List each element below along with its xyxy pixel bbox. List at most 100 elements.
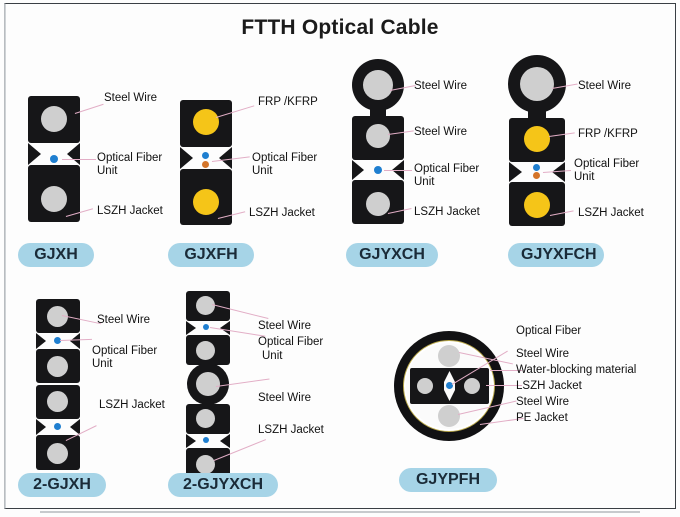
2gjxh-c1-fiber-dot bbox=[54, 337, 61, 344]
2gjyxch-c2-steel-top bbox=[196, 409, 215, 428]
gjyxch-annotation-steel-wire-top: Steel Wire bbox=[414, 80, 468, 92]
gjyxfch-messenger-steel-wire bbox=[520, 67, 554, 101]
2gjxh-c2-steel-bottom bbox=[47, 443, 68, 464]
2gjxh-annotation-lszh: LSZH Jacket bbox=[99, 399, 165, 411]
gjyxch-steel-wire-mid bbox=[366, 124, 390, 148]
cable-name-pill-gjxfh: GJXFH bbox=[168, 243, 254, 267]
2gjyxch-c1-waist-left bbox=[186, 321, 196, 335]
gjyxfch-annotation-fiber-unit-line1: Optical Fiber bbox=[574, 158, 640, 170]
gjypfh-annotation-steel-wire-top: Steel Wire bbox=[516, 348, 570, 360]
gjyxfch-frp-bottom bbox=[524, 192, 550, 218]
2gjyxch-c2-waist-left bbox=[186, 434, 196, 448]
gjyxfch-annotation-fiber-unit-line2: Unit bbox=[574, 171, 595, 183]
cable-name-pill-gjxh: GJXH bbox=[18, 243, 94, 267]
gjxfh-waist-right bbox=[219, 147, 232, 169]
gjypfh-bowtie-notch-tl bbox=[442, 368, 451, 386]
gjyxch-neck bbox=[370, 103, 386, 119]
gjyxfch-optical-fiber-dot bbox=[533, 164, 540, 171]
2gjyxch-messenger-steel-wire bbox=[196, 372, 220, 396]
2gjxh-annotation-fiber-unit-line2: Unit bbox=[92, 358, 113, 370]
cable-name-pill-gjyxfch: GJYXFCH bbox=[508, 243, 604, 267]
gjxh-annotation-fiber-unit-line1: Optical Fiber bbox=[97, 152, 163, 164]
2gjyxch-annotation-fiber-unit-line1: Optical Fiber bbox=[258, 336, 324, 348]
gjypfh-bowtie-notch-br bbox=[448, 386, 457, 404]
page-title: FTTH Optical Cable bbox=[241, 16, 439, 39]
gjxh-annotation-fiber-unit-line2: Unit bbox=[97, 165, 118, 177]
gjyxch-optical-fiber-dot bbox=[374, 166, 382, 174]
gjxfh-annotation-fiber-unit-line1: Optical Fiber bbox=[252, 152, 318, 164]
gjypfh-optical-fiber-dot bbox=[446, 382, 453, 389]
gjyxfch-annotation-steel-wire: Steel Wire bbox=[578, 80, 632, 92]
2gjyxch-c2-steel-bottom bbox=[196, 455, 215, 474]
gjxh-steel-wire-bottom bbox=[41, 186, 67, 212]
gjyxch-annotation-fiber-unit-line2: Unit bbox=[414, 176, 435, 188]
2gjyxch-c1-steel-top bbox=[196, 296, 215, 315]
2gjxh-c2-steel-top bbox=[47, 391, 68, 412]
2gjyxch-annotation-lszh: LSZH Jacket bbox=[258, 424, 324, 436]
gjyxfch-annotation-frp: FRP /KFRP bbox=[578, 128, 638, 140]
gjxh-waist-right bbox=[67, 143, 80, 165]
2gjyxch-c1-steel-bottom bbox=[196, 341, 215, 360]
2gjxh-c1-waist-left bbox=[36, 333, 46, 349]
2gjyxch-annotation-fiber-unit-line2: Unit bbox=[262, 350, 283, 362]
gjxfh-frp-bottom bbox=[193, 189, 219, 215]
gjyxfch-frp-mid bbox=[524, 126, 550, 152]
gjyxfch-waist-left bbox=[509, 162, 522, 182]
2gjxh-c1-steel-bottom bbox=[47, 356, 68, 377]
gjyxch-waist-left bbox=[352, 160, 364, 180]
gjxh-annotation-steel-wire: Steel Wire bbox=[104, 92, 158, 104]
gjypfh-steel-wire-top bbox=[438, 345, 460, 367]
gjypfh-annotation-optical-fiber: Optical Fiber bbox=[516, 325, 582, 337]
gjyxch-steel-wire-bottom bbox=[366, 192, 390, 216]
gjypfh-bowtie-notch-tr bbox=[448, 368, 457, 386]
gjypfh-steel-wire-left bbox=[417, 378, 433, 394]
gjypfh-annotation-water-blocking: Water-blocking material bbox=[516, 364, 637, 376]
gjypfh-bowtie-notch-bl bbox=[442, 386, 451, 404]
gjxfh-annotation-lszh: LSZH Jacket bbox=[249, 207, 315, 219]
gjyxch-annotation-fiber-unit-line1: Optical Fiber bbox=[414, 163, 480, 175]
2gjxh-c1-steel-top bbox=[47, 306, 68, 327]
cable-name-pill-2-gjxh: 2-GJXH bbox=[18, 473, 106, 497]
2gjyxch-c2-fiber-dot bbox=[203, 437, 209, 443]
gjxfh-frp-top bbox=[193, 109, 219, 135]
gjypfh-leader-lszh bbox=[486, 385, 522, 387]
2gjxh-c2-fiber-dot bbox=[54, 423, 61, 430]
gjyxfch-fiber-unit-dot bbox=[533, 172, 540, 179]
cable-name-pill-2-gjyxch: 2-GJYXCH bbox=[168, 473, 278, 497]
2gjyxch-annotation-steel-wire-mid: Steel Wire bbox=[258, 392, 312, 404]
gjyxch-annotation-steel-wire-mid: Steel Wire bbox=[414, 126, 468, 138]
2gjxh-c2-waist-right bbox=[70, 419, 80, 435]
gjxfh-annotation-fiber-unit-line2: Unit bbox=[252, 165, 273, 177]
gjypfh-steel-wire-right bbox=[464, 378, 480, 394]
gjxh-annotation-lszh: LSZH Jacket bbox=[97, 205, 163, 217]
gjxh-optical-fiber-dot bbox=[50, 155, 58, 163]
gjyxch-annotation-lszh: LSZH Jacket bbox=[414, 206, 480, 218]
gjxfh-annotation-frp: FRP /KFRP bbox=[258, 96, 318, 108]
gjxh-waist-left bbox=[28, 143, 41, 165]
2gjxh-annotation-steel-wire: Steel Wire bbox=[97, 314, 151, 326]
gjypfh-steel-wire-bottom bbox=[438, 405, 460, 427]
gjxh-leader-fiber bbox=[62, 159, 96, 161]
gjyxch-leader-fiber bbox=[384, 170, 412, 172]
gjxfh-waist-left bbox=[180, 147, 193, 169]
2gjyxch-c1-waist-right bbox=[220, 321, 230, 335]
2gjyxch-c2-waist-right bbox=[220, 434, 230, 448]
gjxfh-fiber-unit-dot bbox=[202, 161, 209, 168]
gjxfh-optical-fiber-dot bbox=[202, 152, 209, 159]
gjypfh-leader-water-blocking bbox=[490, 370, 522, 372]
gjyxfch-neck bbox=[528, 105, 546, 121]
gjypfh-annotation-pe-jacket: PE Jacket bbox=[516, 412, 568, 424]
2gjxh-annotation-fiber-unit-line1: Optical Fiber bbox=[92, 345, 158, 357]
2gjxh-c2-waist-left bbox=[36, 419, 46, 435]
2gjyxch-c1-fiber-dot bbox=[203, 324, 209, 330]
poster-bottom-shadow bbox=[40, 511, 640, 513]
gjypfh-annotation-lszh: LSZH Jacket bbox=[516, 380, 582, 392]
gjxh-steel-wire-top bbox=[41, 106, 67, 132]
gjypfh-annotation-steel-wire-bottom: Steel Wire bbox=[516, 396, 570, 408]
2gjxh-c1-waist-right bbox=[70, 333, 80, 349]
gjyxch-messenger-steel-wire bbox=[363, 70, 393, 100]
2gjyxch-annotation-steel-wire-top: Steel Wire bbox=[258, 320, 312, 332]
gjyxfch-annotation-lszh: LSZH Jacket bbox=[578, 207, 644, 219]
cable-name-pill-gjyxch: GJYXCH bbox=[346, 243, 438, 267]
